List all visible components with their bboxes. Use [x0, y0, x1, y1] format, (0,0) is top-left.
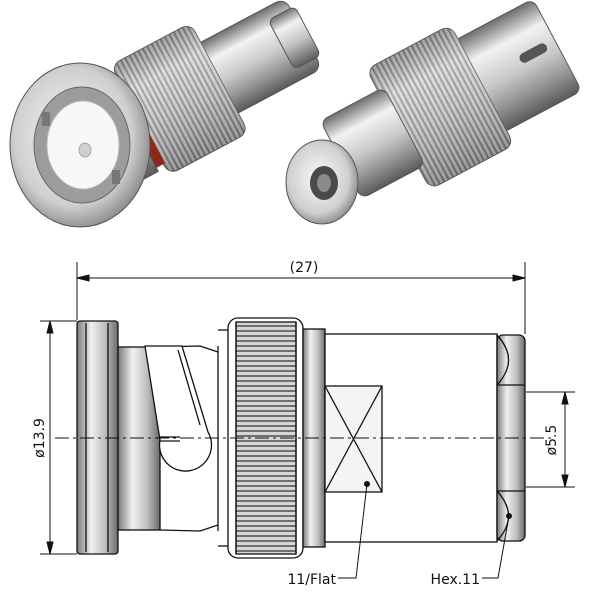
- connector-photo-rear: [285, 1, 580, 225]
- flat-leader: [338, 481, 370, 579]
- hex-callout-label: Hex.11: [431, 572, 480, 588]
- flat-callout-label: 11/Flat: [287, 572, 336, 588]
- overall-length-label: (27): [290, 260, 319, 276]
- connector-photo-front: [9, 0, 320, 228]
- body-diameter-label: ø13.9: [32, 418, 48, 458]
- hex-leader: [482, 513, 512, 579]
- cable-diameter-dimension: [526, 391, 575, 488]
- cable-diameter-label: ø5.5: [544, 425, 560, 456]
- technical-drawing: [40, 262, 575, 579]
- overall-length-dimension: [76, 262, 526, 334]
- body-diameter-dimension: [40, 320, 77, 555]
